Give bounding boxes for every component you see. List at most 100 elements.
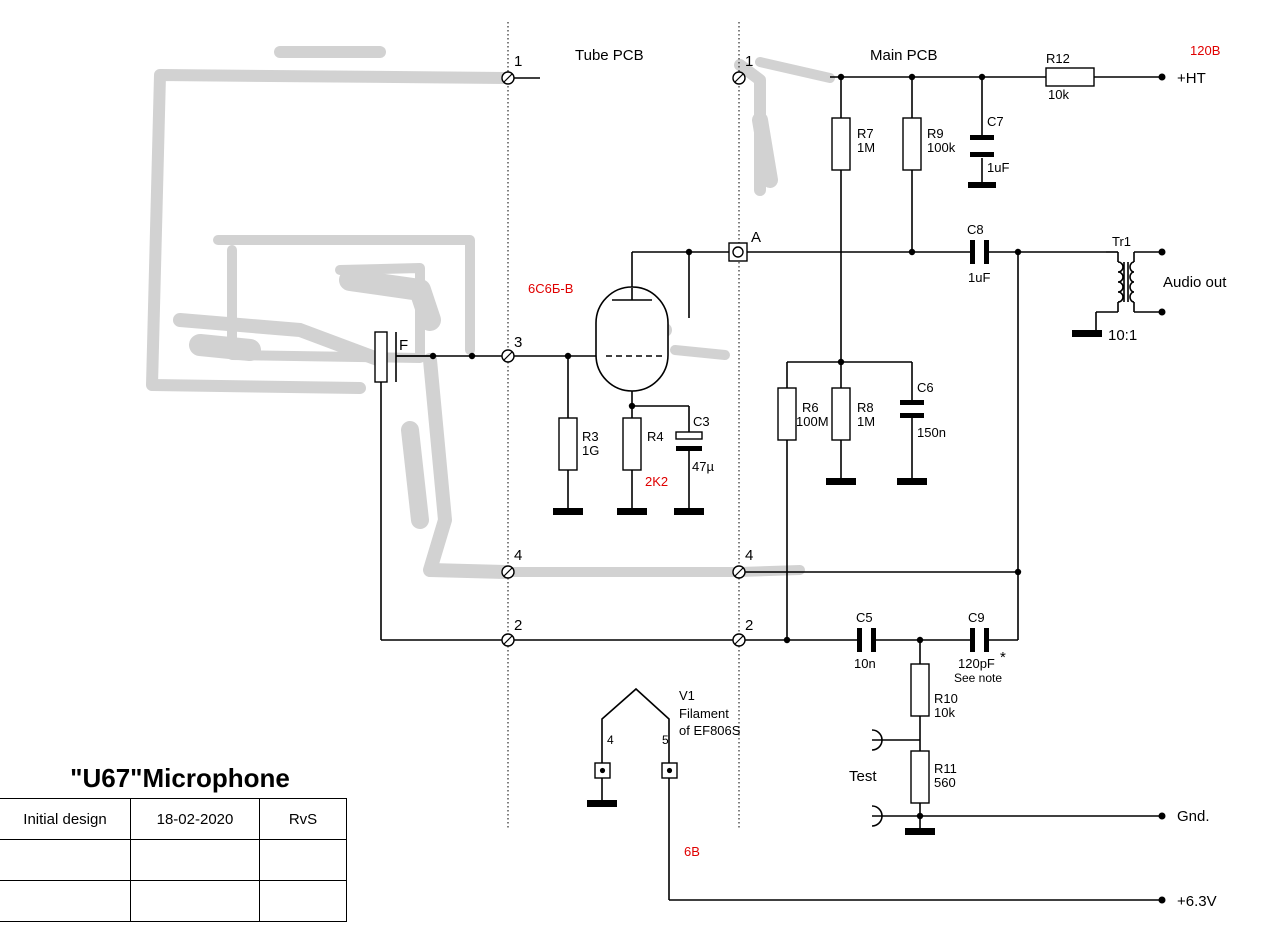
- r10-value: 10k: [934, 705, 955, 720]
- vacuum-tube: 6С6Б-В: [528, 281, 669, 392]
- c9-asterisk: *: [1000, 649, 1006, 666]
- node-label-1-main: 1: [745, 53, 753, 70]
- terminal-ht: +HT: [1177, 70, 1206, 87]
- node-label-3: 3: [514, 334, 522, 351]
- r7-value: 1M: [857, 140, 875, 155]
- node-label-2-main: 2: [745, 617, 753, 634]
- capacitor-c7: C7 1uF: [968, 114, 1009, 188]
- node-label-4-main: 4: [745, 547, 753, 564]
- resistor-r4: R4 2K2: [622, 417, 668, 489]
- r11-ref: R11: [934, 761, 957, 776]
- r9-ref: R9: [927, 126, 944, 141]
- v1-desc1: Filament: [679, 706, 729, 721]
- pad-tube-1: [501, 71, 515, 85]
- resistor-r12: R12 10k: [1045, 51, 1095, 102]
- terminal-audio-out: Audio out: [1163, 274, 1227, 291]
- c7-ref: C7: [987, 114, 1004, 129]
- r4-value: 2K2: [645, 474, 668, 489]
- tr1-ref: Tr1: [1112, 234, 1131, 249]
- c5-value: 10n: [854, 656, 876, 671]
- c8-value: 1uF: [968, 270, 990, 285]
- resistor-r3: R3 1G: [558, 417, 599, 471]
- revision-author: RvS: [259, 798, 347, 840]
- tr1-ratio: 10:1: [1108, 327, 1137, 344]
- pad-a: [728, 242, 748, 262]
- resistor-r6: R6 100M: [777, 387, 829, 441]
- revision-author: [259, 880, 347, 922]
- resistor-r11: R11 560: [910, 750, 957, 804]
- capacitor-c9: C9 120pF * See note: [954, 610, 1006, 685]
- resistor-r9: R9 100k: [902, 117, 956, 171]
- r8-ref: R8: [857, 400, 874, 415]
- r3-ref: R3: [582, 429, 599, 444]
- c9-ref: C9: [968, 610, 985, 625]
- junctions: [429, 73, 1166, 904]
- revision-row: Initial design 18-02-2020 RvS: [0, 798, 347, 840]
- revision-table: Initial design 18-02-2020 RvS: [0, 798, 347, 922]
- node-label-4-tube: 4: [514, 547, 522, 564]
- test-points: Test: [849, 729, 883, 827]
- c9-note: See note: [954, 671, 1002, 685]
- revision-date: [130, 880, 260, 922]
- wires: [380, 76, 1162, 901]
- r9-value: 100k: [927, 140, 956, 155]
- terminal-6v3: +6.3V: [1177, 893, 1217, 910]
- c7-value: 1uF: [987, 160, 1009, 175]
- node-label-1-tube: 1: [514, 53, 522, 70]
- revision-date: 18-02-2020: [130, 798, 260, 840]
- drawing-title: "U67"Microphone: [70, 763, 290, 793]
- revision-row: [0, 880, 347, 922]
- r12-value: 10k: [1048, 87, 1069, 102]
- v1-pin4-label: 4: [607, 733, 614, 747]
- transformer-tr1: Tr1 10:1: [1108, 234, 1137, 344]
- pad-main-1: [732, 71, 746, 85]
- pad-v1-pin4: [594, 762, 611, 779]
- revision-date: [130, 839, 260, 881]
- c6-value: 150n: [917, 425, 946, 440]
- c5-ref: C5: [856, 610, 873, 625]
- ground-bars: [553, 330, 1102, 835]
- revision-row: [0, 839, 347, 881]
- r10-ref: R10: [934, 691, 958, 706]
- filament-voltage-note: 6В: [684, 844, 700, 859]
- r12-ref: R12: [1046, 51, 1070, 66]
- capacitor-c3: C3 47µ: [675, 414, 714, 474]
- pad-tube-2: [501, 633, 515, 647]
- main-pcb-label: Main PCB: [870, 47, 938, 64]
- v1-desc2: of EF806S: [679, 723, 741, 738]
- capsule-f: F: [374, 331, 433, 383]
- v1-ref: V1: [679, 688, 695, 703]
- pad-main-4: [732, 565, 746, 579]
- revision-description: [0, 839, 131, 881]
- resistor-r7: R7 1M: [831, 117, 875, 171]
- capacitor-c5: C5 10n: [854, 610, 876, 671]
- c3-value: 47µ: [692, 459, 714, 474]
- r6-ref: R6: [802, 400, 819, 415]
- r7-ref: R7: [857, 126, 874, 141]
- resistor-r8: R8 1M: [831, 387, 875, 441]
- terminal-gnd: Gnd.: [1177, 808, 1210, 825]
- r8-value: 1M: [857, 414, 875, 429]
- pad-v1-pin5: [661, 762, 678, 779]
- r11-value: 560: [934, 775, 956, 790]
- test-label: Test: [849, 768, 877, 785]
- revision-description: Initial design: [0, 798, 131, 840]
- revision-description: [0, 880, 131, 922]
- pad-tube-4: [501, 565, 515, 579]
- capsule-label: F: [399, 337, 408, 354]
- node-label-a: A: [751, 229, 761, 246]
- capacitor-c8: C8 1uF: [967, 222, 990, 285]
- resistor-r10: R10 10k: [910, 663, 958, 720]
- revision-author: [259, 839, 347, 881]
- smudged-wiring: [146, 46, 835, 579]
- tube-pcb-label: Tube PCB: [575, 47, 644, 64]
- ht-voltage-note: 120В: [1190, 43, 1220, 58]
- r4-ref: R4: [647, 429, 664, 444]
- node-label-2-tube: 2: [514, 617, 522, 634]
- pad-main-2: [732, 633, 746, 647]
- title-block: "U67"Microphone Initial design 18-02-202…: [0, 758, 350, 922]
- r3-value: 1G: [582, 443, 599, 458]
- c8-ref: C8: [967, 222, 984, 237]
- c9-value: 120pF: [958, 656, 995, 671]
